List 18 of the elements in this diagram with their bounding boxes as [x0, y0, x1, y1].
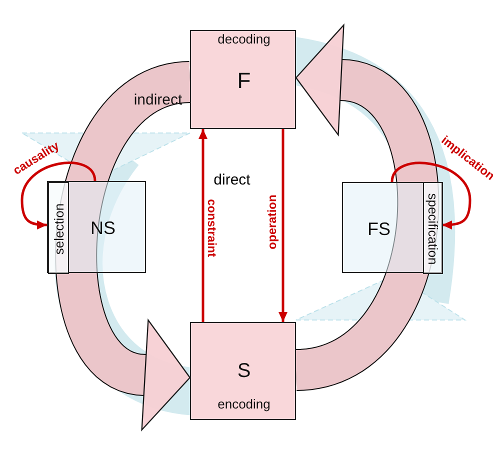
node-label: encoding	[218, 398, 270, 410]
node-label: F	[237, 70, 251, 92]
edge-label: indirect	[134, 92, 182, 108]
text-label: direct	[214, 172, 250, 188]
node-label: FS	[368, 220, 390, 238]
node-label: selection	[52, 203, 66, 255]
node-label: decoding	[218, 32, 270, 46]
concept-box	[190, 30, 296, 129]
side-strip	[423, 182, 443, 274]
side-strip	[48, 182, 69, 274]
node-label: NS	[90, 219, 116, 237]
concept-box	[190, 322, 296, 420]
concept-box	[47, 181, 146, 273]
edge-label: operation	[266, 194, 278, 250]
edge-label: constraint	[206, 199, 218, 257]
node-label: S	[237, 361, 251, 381]
node-label: specification	[426, 193, 440, 265]
concept-box	[342, 182, 442, 273]
